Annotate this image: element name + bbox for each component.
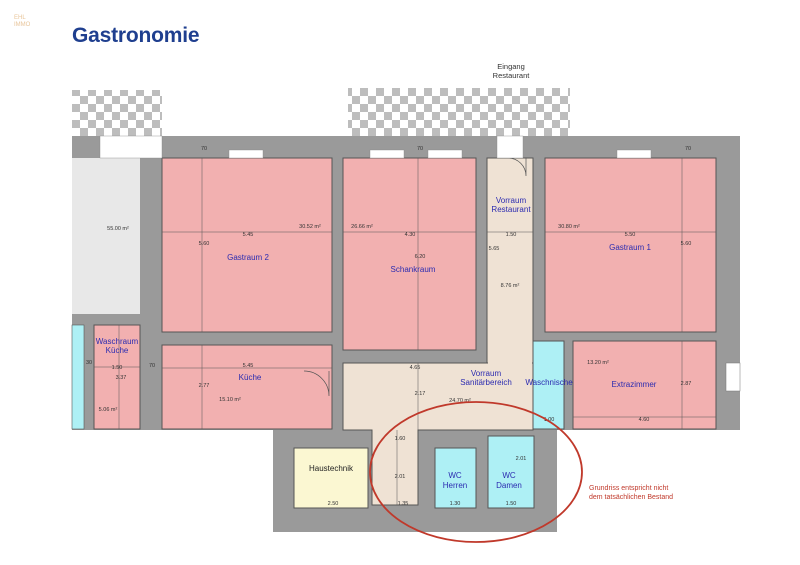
room-schankraum — [342, 157, 477, 351]
room-haustechnik — [293, 447, 369, 509]
extrazimmer-height: 2.87 — [681, 381, 692, 387]
page-title: Gastronomie — [72, 24, 200, 47]
vorraum-sanitaer-height: 2.17 — [415, 391, 426, 397]
vorraum-sanitaer-label-2: Sanitärbereich — [460, 378, 512, 387]
kueche-width: 5.45 — [243, 363, 254, 369]
waschraum-width: 1.50 — [112, 365, 123, 371]
waschraum-label-1: Waschraum — [96, 337, 139, 346]
room-vorraum-restaurant — [486, 157, 534, 364]
waschnische-width: 1.00 — [544, 417, 555, 423]
wc-damen-height: 2.01 — [516, 456, 527, 462]
wc-herren-label-1: WC — [448, 471, 462, 480]
room-gastraum-2 — [161, 157, 333, 333]
vorraum-restaurant-label-1: Vorraum — [496, 196, 527, 205]
terrace-left — [72, 90, 162, 136]
vorraum-restaurant-width: 1.50 — [506, 232, 517, 238]
room-extrazimmer — [572, 340, 717, 430]
extrazimmer-width: 4.60 — [639, 417, 650, 423]
gastraum-1-area: 30.80 m² — [558, 224, 580, 230]
vorraum-sanitaer-area: 24.70 m² — [449, 398, 471, 404]
gastraum-2-width: 5.45 — [243, 232, 254, 238]
vorraum-restaurant-label-2: Restaurant — [491, 205, 531, 214]
wc-damen-label-1: WC — [502, 471, 516, 480]
wall-30-left: 30 — [86, 360, 92, 366]
corridor-small: 1.60 — [395, 436, 406, 442]
wall-70-top: 70 — [201, 146, 207, 152]
schankraum-width: 4.30 — [405, 232, 416, 238]
gray-room-area: 55.00 m² — [107, 226, 129, 232]
wc-herren-label-2: Herren — [443, 481, 467, 490]
waschraum-area: 5.06 m² — [99, 407, 118, 413]
extrazimmer-label: Extrazimmer — [612, 380, 657, 389]
vorraum-sanitaer-width: 4.65 — [410, 365, 421, 371]
wall-70-kueche: 70 — [149, 363, 155, 369]
schankraum-area: 26.66 m² — [351, 224, 373, 230]
schankraum-label: Schankraum — [391, 265, 436, 274]
kueche-height: 2.77 — [199, 383, 210, 389]
wall-70-top-3: 70 — [685, 146, 691, 152]
room-waschraum-kueche — [93, 324, 141, 430]
vorraum-sanitaer-label-1: Vorraum — [471, 369, 502, 378]
schankraum-height: 6.20 — [415, 254, 426, 260]
gastraum-2-label: Gastraum 2 — [227, 253, 269, 262]
gastraum-2-height: 5.60 — [199, 241, 210, 247]
entrance-label-1: Eingang — [497, 62, 525, 71]
wall-70-top-2: 70 — [417, 146, 423, 152]
corridor-height: 2.01 — [395, 474, 406, 480]
wc-herren-width: 1.30 — [450, 501, 461, 507]
wc-damen-label-2: Damen — [496, 481, 522, 490]
kueche-label: Küche — [239, 373, 262, 382]
gastraum-1-height: 5.60 — [681, 241, 692, 247]
waschnische-label: Waschnische — [525, 378, 573, 387]
corridor-width: 1.35 — [398, 501, 409, 507]
haustechnik-width: 2.50 — [328, 501, 339, 507]
gastraum-1-width: 5.50 — [625, 232, 636, 238]
wc-damen-width: 1.50 — [506, 501, 517, 507]
waschraum-height: 3.37 — [116, 375, 127, 381]
note-line-1: Grundriss entspricht nicht — [589, 485, 668, 492]
gray-room — [72, 158, 140, 314]
waschraum-label-2: Küche — [106, 346, 129, 355]
vorraum-restaurant-height: 5.65 — [489, 246, 500, 252]
kueche-area: 15.10 m² — [219, 397, 241, 403]
room-wc-damen — [487, 435, 535, 509]
vorraum-restaurant-area: 8.76 m² — [501, 283, 520, 289]
room-kueche — [161, 344, 333, 430]
cyan-strip-left — [71, 324, 85, 430]
haustechnik-label: Haustechnik — [309, 464, 354, 473]
gastraum-2-area: 30.52 m² — [299, 224, 321, 230]
note-line-2: dem tatsächlichen Bestand — [589, 494, 673, 501]
extrazimmer-area: 13.20 m² — [587, 360, 609, 366]
note-circle — [369, 401, 583, 543]
entrance-label-2: Restaurant — [493, 71, 531, 80]
room-wc-herren — [434, 447, 477, 509]
terrace-entrance — [348, 88, 570, 136]
room-gastraum-1 — [544, 157, 717, 333]
gastraum-1-label: Gastraum 1 — [609, 243, 651, 252]
